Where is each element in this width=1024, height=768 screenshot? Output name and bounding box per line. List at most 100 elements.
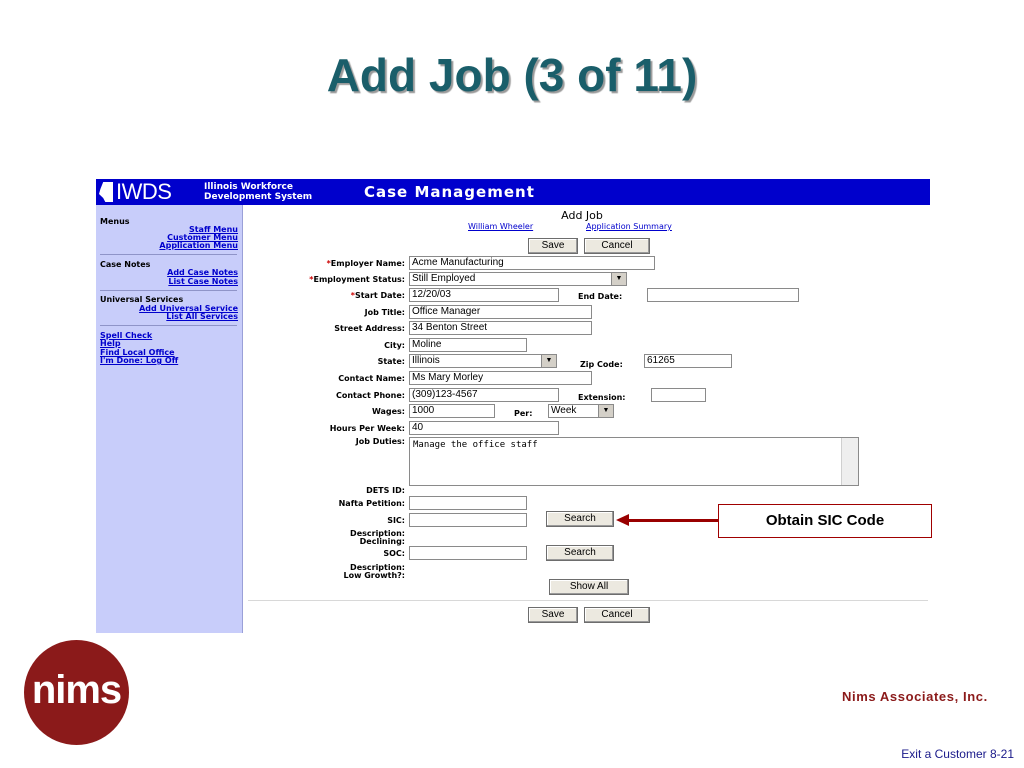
- sic-input[interactable]: [409, 513, 527, 527]
- required-mark: *: [326, 259, 331, 268]
- sidebar-link-log-off[interactable]: I'm Done: Log Off: [100, 356, 179, 365]
- description-declining-label-line2: Declining:: [359, 537, 405, 546]
- hours-per-week-label: Hours Per Week:: [329, 424, 405, 433]
- nims-logo: [24, 640, 129, 745]
- employer-name-label: *Employer Name:: [327, 259, 405, 268]
- start-date-label: *Start Date:: [351, 291, 405, 300]
- per-label: Per:: [514, 409, 533, 418]
- app-logo-subtitle-line2: Development System: [204, 192, 313, 202]
- job-duties-textarea[interactable]: Manage the office staff: [409, 437, 859, 486]
- slide-title: Add Job (3 of 11): [326, 49, 698, 101]
- street-address-label: Street Address:: [334, 324, 405, 333]
- soc-label: SOC:: [383, 549, 405, 558]
- nafta-petition-label: Nafta Petition:: [338, 499, 405, 508]
- per-select[interactable]: Week ▼: [548, 404, 614, 418]
- soc-input[interactable]: [409, 546, 527, 560]
- nims-logo-text: nims: [31, 668, 122, 712]
- end-date-label: End Date:: [578, 292, 623, 301]
- sidebar-heading-case-notes: Case Notes: [100, 260, 151, 269]
- wages-label: Wages:: [371, 407, 405, 416]
- sidebar-link-list-case-notes[interactable]: List Case Notes: [168, 277, 238, 286]
- sidebar-heading-menus: Menus: [100, 217, 130, 226]
- sidebar-link-find-local-office[interactable]: Find Local Office: [100, 348, 175, 357]
- cancel-button-top[interactable]: Cancel: [584, 238, 650, 254]
- application-summary-link[interactable]: Application Summary: [586, 222, 672, 231]
- wages-input[interactable]: 1000: [409, 404, 495, 418]
- description-declining-label-line1: Description:: [350, 529, 405, 538]
- soc-search-button[interactable]: Search: [546, 545, 614, 561]
- contact-name-input[interactable]: Ms Mary Morley: [409, 371, 592, 385]
- state-label: State:: [377, 357, 405, 366]
- street-address-input[interactable]: 34 Benton Street: [409, 321, 592, 335]
- app-logo-subtitle-line1: Illinois Workforce: [204, 182, 293, 192]
- sidebar-divider: [100, 254, 237, 255]
- sidebar-heading-universal-services: Universal Services: [100, 295, 184, 304]
- callout-arrow-line: [628, 519, 718, 522]
- cancel-button-bottom[interactable]: Cancel: [584, 607, 650, 623]
- form-divider: [248, 600, 928, 601]
- end-date-input[interactable]: [647, 288, 799, 302]
- extension-input[interactable]: [651, 388, 706, 402]
- city-input[interactable]: Moline: [409, 338, 527, 352]
- contact-phone-label: Contact Phone:: [335, 391, 405, 400]
- sic-label: SIC:: [387, 516, 405, 525]
- employer-name-input[interactable]: Acme Manufacturing: [409, 256, 655, 270]
- state-select[interactable]: Illinois ▼: [409, 354, 557, 368]
- contact-phone-input[interactable]: (309)123-4567: [409, 388, 559, 402]
- illinois-map-icon: [99, 182, 113, 202]
- job-duties-value: Manage the office staff: [413, 440, 538, 450]
- per-value: Week: [551, 405, 577, 416]
- app-logo: IWDS: [116, 179, 172, 204]
- city-label: City:: [384, 341, 405, 350]
- job-duties-label: Job Duties:: [355, 437, 405, 446]
- sidebar-divider: [100, 290, 237, 291]
- save-button-top[interactable]: Save: [528, 238, 578, 254]
- form-title: Add Job: [561, 209, 603, 222]
- app-header-title: Case Management: [364, 183, 535, 201]
- contact-name-label: Contact Name:: [338, 374, 405, 383]
- employment-status-value: Still Employed: [412, 273, 476, 284]
- app-screenshot: IWDS Illinois Workforce Development Syst…: [96, 179, 930, 633]
- job-title-label: Job Title:: [364, 308, 405, 317]
- chevron-down-icon[interactable]: ▼: [598, 405, 613, 417]
- required-mark: *: [350, 291, 355, 300]
- employment-status-label: *Employment Status:: [309, 275, 405, 284]
- description-low-growth-label-line1: Description:: [350, 563, 405, 572]
- sidebar: Menus Staff Menu Customer Menu Applicati…: [96, 205, 243, 633]
- customer-name-link[interactable]: William Wheeler: [468, 222, 534, 231]
- zip-code-input[interactable]: 61265: [644, 354, 732, 368]
- callout-box: Obtain SIC Code: [718, 504, 932, 538]
- sic-search-button[interactable]: Search: [546, 511, 614, 527]
- state-value: Illinois: [412, 355, 440, 366]
- chevron-down-icon[interactable]: ▼: [611, 273, 626, 285]
- employment-status-label-text: Employment Status:: [313, 275, 405, 284]
- start-date-input[interactable]: 12/20/03: [409, 288, 559, 302]
- sidebar-link-spell-check[interactable]: Spell Check: [100, 331, 153, 340]
- job-title-input[interactable]: Office Manager: [409, 305, 592, 319]
- sidebar-divider: [100, 325, 237, 326]
- required-mark: *: [309, 275, 314, 284]
- slide-footer: Exit a Customer 8-21: [901, 747, 1014, 761]
- sidebar-link-add-case-notes[interactable]: Add Case Notes: [167, 268, 238, 277]
- start-date-label-text: Start Date:: [354, 291, 405, 300]
- sidebar-link-add-universal-service[interactable]: Add Universal Service: [139, 304, 238, 313]
- arrow-left-icon: [616, 514, 629, 526]
- app-header: IWDS Illinois Workforce Development Syst…: [96, 179, 930, 205]
- show-all-button[interactable]: Show All: [549, 579, 629, 595]
- description-low-growth-label-line2: Low Growth?:: [343, 571, 405, 580]
- sidebar-link-customer-menu[interactable]: Customer Menu: [167, 233, 238, 242]
- zip-code-label: Zip Code:: [580, 360, 623, 369]
- dets-id-label: DETS ID:: [366, 486, 405, 495]
- extension-label: Extension:: [578, 393, 626, 402]
- sidebar-link-application-menu[interactable]: Application Menu: [159, 241, 238, 250]
- textarea-scrollbar[interactable]: [841, 438, 858, 485]
- sidebar-link-staff-menu[interactable]: Staff Menu: [188, 225, 238, 234]
- nafta-petition-input[interactable]: [409, 496, 527, 510]
- employment-status-select[interactable]: Still Employed ▼: [409, 272, 627, 286]
- sidebar-link-help[interactable]: Help: [100, 339, 121, 348]
- save-button-bottom[interactable]: Save: [528, 607, 578, 623]
- hours-per-week-input[interactable]: 40: [409, 421, 559, 435]
- company-name: Nims Associates, Inc.: [842, 689, 988, 704]
- sidebar-link-list-all-services[interactable]: List All Services: [166, 312, 238, 321]
- chevron-down-icon[interactable]: ▼: [541, 355, 556, 367]
